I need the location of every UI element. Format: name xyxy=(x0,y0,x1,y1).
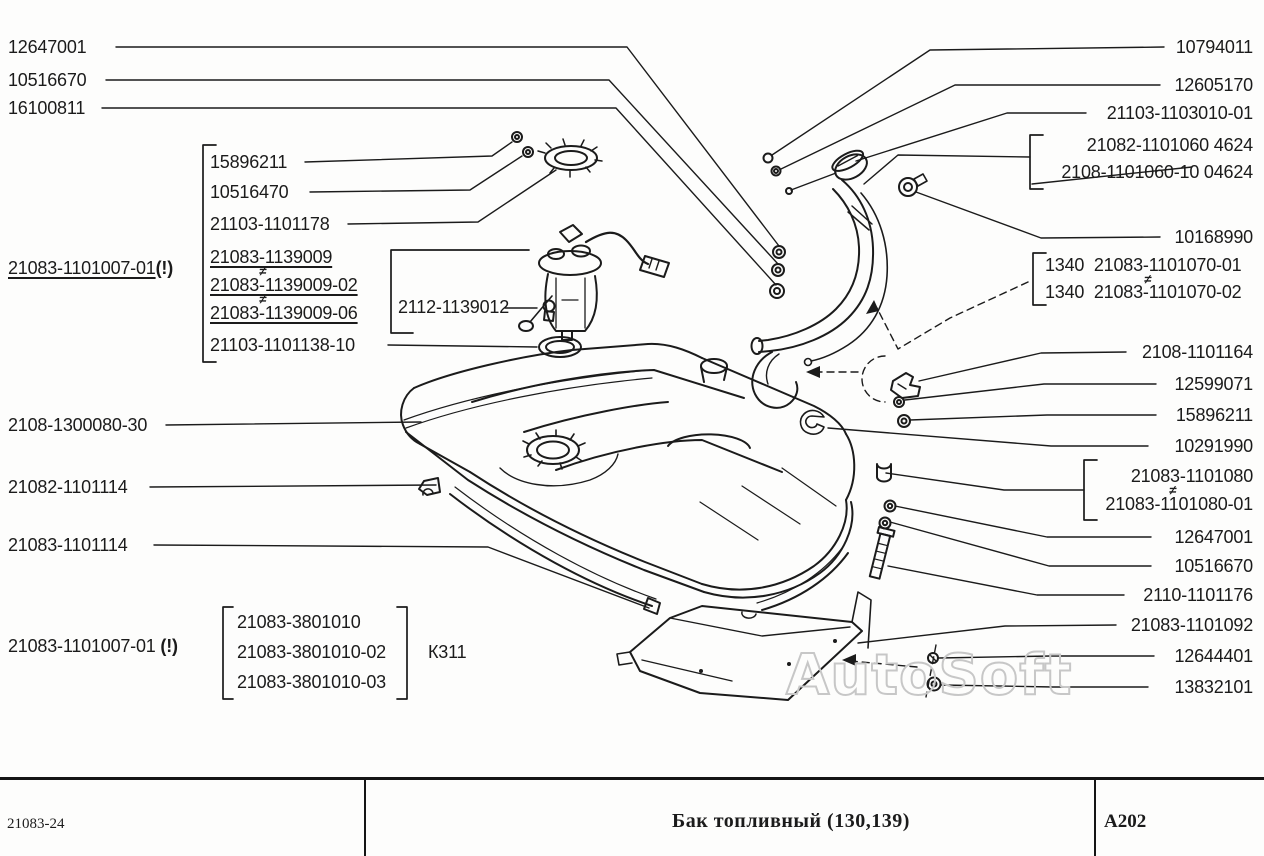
part-number-label: 1340 21083-1101070-02 xyxy=(1045,282,1242,302)
part-number-label: 21083-1101007-01(!) xyxy=(8,258,173,278)
part-number-label: 21083-1139009 xyxy=(210,247,333,267)
part-number-label: 10516670 xyxy=(8,70,87,90)
part-number-label: 12647001 xyxy=(8,37,87,57)
part-number-label: 21083-3801010 xyxy=(237,612,361,632)
part-number-label: 13832101 xyxy=(1174,677,1254,697)
part-number-label: 21083-1101080-01 xyxy=(1105,494,1253,514)
watermark: AutoSoft xyxy=(785,642,1073,709)
part-number-label: 21083-1101080 xyxy=(1130,466,1253,486)
part-number-label: 21083-3801010-03 xyxy=(237,672,386,692)
part-number-label: 15896211 xyxy=(210,152,288,172)
part-number-label: 21103-1101138-10 xyxy=(210,335,355,355)
arrowheads xyxy=(806,300,879,666)
filler-pipe-drawing xyxy=(750,149,928,409)
part-number-label: 2110-1101176 xyxy=(1143,585,1253,605)
title-block-divider xyxy=(364,780,366,856)
part-number-label: 2108-1101164 xyxy=(1141,342,1253,362)
part-number-label: 10168990 xyxy=(1174,227,1254,247)
part-number-label: 10291990 xyxy=(1174,436,1254,456)
part-number-label: 16100811 xyxy=(8,98,86,118)
part-number-label: 21103-1101178 xyxy=(210,214,330,234)
part-number-label: 12647001 xyxy=(1174,527,1254,547)
heat-shield-drawing xyxy=(616,591,872,701)
part-number-label: 21083-1101114 xyxy=(8,535,128,555)
part-number-label: 10516670 xyxy=(1174,556,1254,576)
part-number-label: 2108-1300080-30 xyxy=(8,415,148,435)
part-number-label: 10794011 xyxy=(1175,37,1253,57)
part-number-label: 1340 21083-1101070-01 xyxy=(1045,255,1242,275)
fuel-tank-drawing xyxy=(400,342,856,615)
drawing-title: Бак топливный (130,139) xyxy=(672,810,910,832)
fuel-pump-module-drawing xyxy=(511,131,670,358)
dashed-indicators xyxy=(817,281,1029,698)
title-block-divider xyxy=(1094,780,1096,856)
leader-lines xyxy=(101,46,1193,688)
part-number-label: 21083-1101092 xyxy=(1130,615,1253,635)
mounting-hardware-drawing xyxy=(799,372,942,692)
part-number-label: 21082-1101114 xyxy=(8,477,128,497)
part-number-label: 21103-1103010-01 xyxy=(1106,103,1253,123)
part-number-label: 21083-1101007-01 (!) xyxy=(8,636,178,656)
part-number-label: К311 xyxy=(428,642,467,662)
part-number-label: 2112-1139012 xyxy=(398,297,510,317)
part-number-label: 2108-1101060-10 04624 xyxy=(1061,162,1253,182)
part-number-label: 12599071 xyxy=(1174,374,1254,394)
part-number-label: 21082-1101060 4624 xyxy=(1086,135,1253,155)
bracket-lines xyxy=(202,134,1098,700)
drawing-code: 21083-24 xyxy=(7,816,65,832)
part-number-label: 12605170 xyxy=(1174,75,1254,95)
part-number-label: 10516470 xyxy=(210,182,289,202)
part-number-label: 15896211 xyxy=(1175,405,1253,425)
part-number-label: 21083-1139009-02 xyxy=(210,275,358,295)
sheet-number: A202 xyxy=(1104,811,1147,832)
part-number-label: 21083-3801010-02 xyxy=(237,642,386,662)
part-number-label: 21083-1139009-06 xyxy=(210,303,358,323)
part-number-label: 12644401 xyxy=(1174,646,1254,666)
title-block: 21083-24 Бак топливный (130,139) A202 xyxy=(0,777,1264,856)
